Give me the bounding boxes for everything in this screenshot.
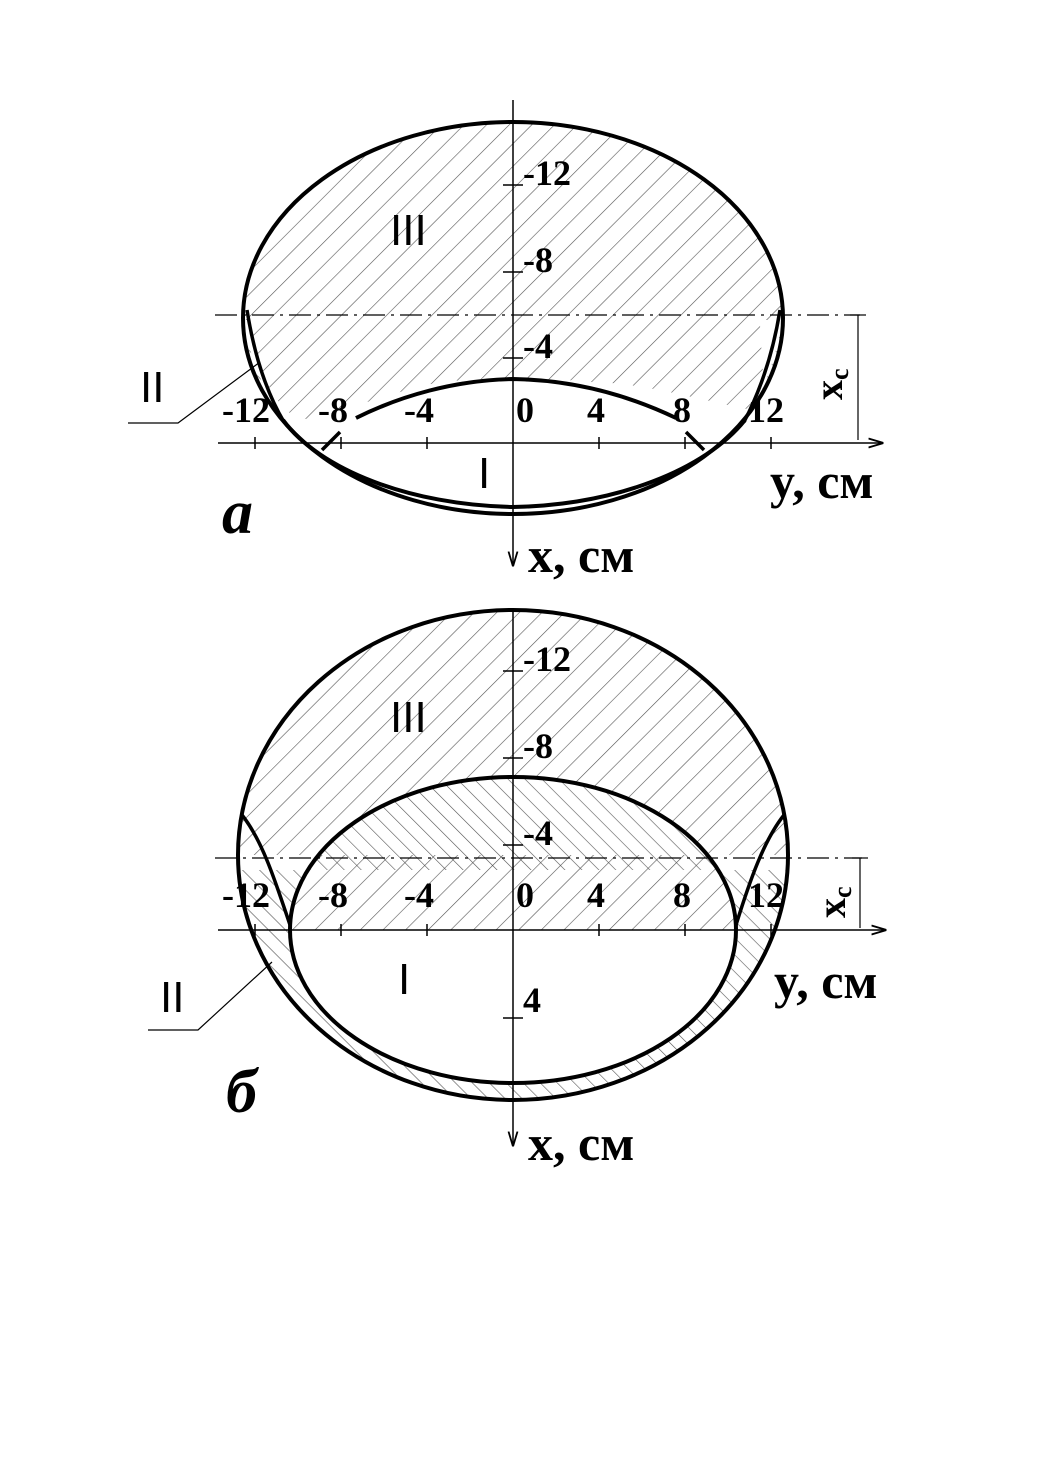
zone-ii-curve-right-b — [734, 813, 786, 926]
y-tick-label: 12 — [748, 390, 784, 430]
panel-letter-b: б — [226, 1058, 259, 1126]
y-tick-label: 8 — [673, 875, 691, 915]
y-tick-label: 0 — [516, 875, 534, 915]
y-tick-label: -4 — [404, 875, 434, 915]
y-tick-label: 8 — [673, 390, 691, 430]
x-tick-label: -12 — [523, 153, 571, 193]
zone-i-label: I — [398, 955, 410, 1004]
zone-ii-leader-a — [128, 361, 261, 424]
zone-iii-label: III — [390, 206, 427, 255]
y-tick-label: -12 — [222, 390, 270, 430]
x-tick-label: -4 — [523, 326, 553, 366]
y-tick-label: -4 — [404, 390, 434, 430]
y-axis-label: y, см — [770, 453, 874, 509]
zone-ii-curve-left-a — [245, 309, 286, 423]
x-tick-label: -8 — [523, 240, 553, 280]
x-tick-label: -4 — [523, 813, 553, 853]
y-axis-label: y, см — [774, 953, 878, 1009]
y-tick-label: 4 — [587, 875, 605, 915]
panel-letter-a: а — [222, 479, 253, 547]
x-tick-label: 4 — [523, 980, 541, 1020]
panel-a: -12 -8 -4 0 4 8 12 -12 -8 -4 y, см x, см… — [128, 100, 882, 583]
xc-label: xc — [809, 886, 857, 918]
zone-i-label: I — [478, 449, 490, 498]
zone-i-boundary-a — [281, 418, 747, 510]
y-tick-label: -8 — [318, 875, 348, 915]
y-tick-label: -8 — [318, 390, 348, 430]
x-tick-label: -8 — [523, 726, 553, 766]
y-tick-label: -12 — [222, 875, 270, 915]
zone-ii-label: II — [160, 973, 184, 1022]
zone-ii-curve-right-a — [742, 309, 782, 423]
zone-ii-curve-left-b — [240, 813, 292, 926]
zone-ii-label: II — [140, 363, 164, 412]
x-tick-label: -12 — [523, 639, 571, 679]
x-axis-label: x, см — [528, 527, 634, 583]
y-tick-label: 4 — [587, 390, 605, 430]
xc-label: xc — [806, 368, 854, 400]
zone-iii-label: III — [390, 693, 427, 742]
y-tick-label: 12 — [748, 875, 784, 915]
panel-b: -12 -8 -4 0 4 8 12 -12 -8 -4 4 y, см x, … — [148, 608, 885, 1171]
zone-iii-fill-b — [238, 610, 788, 1100]
y-tick-label: 0 — [516, 390, 534, 430]
zone-ii-leader-b — [148, 961, 273, 1031]
x-axis-label: x, см — [528, 1115, 634, 1171]
